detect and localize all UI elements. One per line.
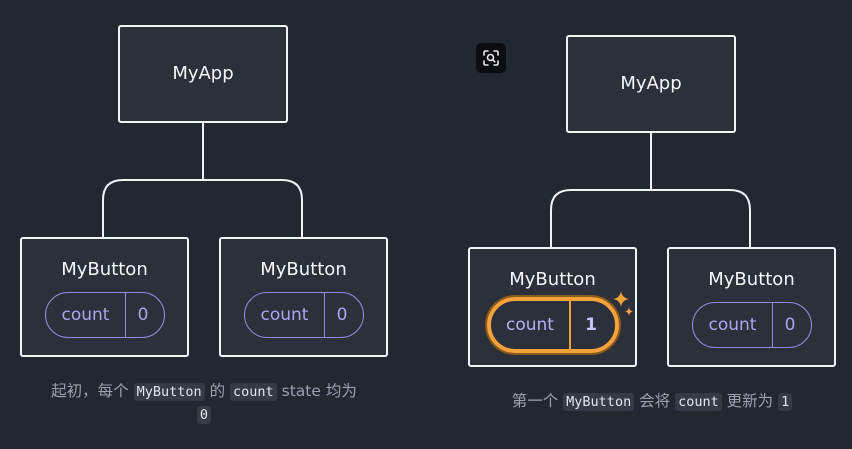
state-pill-highlighted: count 1 (487, 297, 619, 353)
state-pill: count 0 (244, 292, 364, 338)
left-tree-connector (102, 122, 303, 238)
caption-text: 的 (209, 382, 226, 400)
caption-code: 0 (196, 406, 212, 424)
diagram-2-child-2-node: MyButton count 0 (667, 247, 836, 367)
diagram-1-child-2-node: MyButton count 0 (219, 237, 388, 357)
diagram-1-root-node: MyApp (118, 25, 288, 123)
state-label: count (245, 293, 325, 337)
state-label: count (693, 303, 773, 347)
caption-code: 1 (778, 393, 793, 411)
caption-text: 第一个 (511, 392, 559, 410)
caption-code: MyButton (133, 383, 205, 401)
node-title: MyButton (708, 269, 795, 290)
diagram-1-child-1-node: MyButton count 0 (20, 237, 189, 357)
caption-text: state 均为 (281, 382, 357, 400)
scan-icon[interactable] (476, 43, 506, 73)
caption-text: 更新为 (726, 392, 774, 410)
state-pill: count 0 (692, 302, 812, 348)
caption-text: 起初，每个 (51, 382, 129, 400)
sparkle-icon (613, 291, 633, 316)
caption-text: 会将 (639, 392, 671, 410)
state-value: 0 (336, 305, 348, 325)
state-label: count (491, 301, 571, 349)
diagram-2-child-1-node: MyButton count 1 (468, 247, 637, 367)
state-pill: count 0 (45, 292, 165, 338)
state-value: 0 (137, 305, 149, 325)
state-value: 1 (585, 315, 597, 335)
diagram-2-root-node: MyApp (566, 35, 736, 133)
state-label: count (46, 293, 126, 337)
right-tree-connector (550, 132, 751, 248)
node-title: MyApp (620, 73, 682, 94)
node-title: MyButton (509, 269, 596, 290)
node-title: MyApp (172, 63, 234, 84)
diagram-1-caption: 起初，每个 MyButton 的 count state 均为 0 (20, 380, 388, 426)
node-title: MyButton (61, 259, 148, 280)
caption-code: count (230, 383, 277, 401)
state-value: 0 (784, 315, 796, 335)
node-title: MyButton (260, 259, 347, 280)
caption-code: count (675, 393, 722, 411)
caption-code: MyButton (563, 393, 635, 411)
diagram-2-caption: 第一个 MyButton 会将 count 更新为 1 (468, 390, 836, 413)
